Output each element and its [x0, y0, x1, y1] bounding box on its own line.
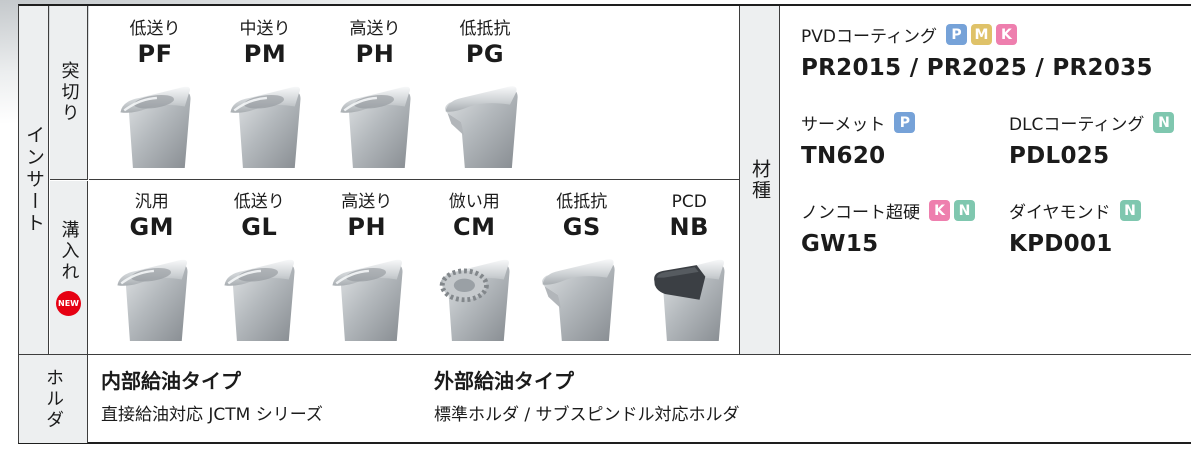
- workpiece-badge-p: P: [945, 24, 967, 45]
- insert-code-label: PH: [355, 40, 395, 69]
- insert-photo-pg: [437, 72, 533, 168]
- holder-type-internal-title: 内部給油タイプ: [101, 369, 241, 393]
- holder-type-external: 外部給油タイプ 標準ホルダ / サブスピンドル対応ホルダ: [434, 367, 740, 443]
- workpiece-badges: N: [1153, 112, 1175, 133]
- workpiece-badge-k: K: [995, 24, 1017, 45]
- row-label-grooving-text: 溝入れ: [58, 219, 80, 283]
- insert-code-label: CM: [453, 213, 496, 242]
- grade-name: サーメット: [801, 115, 886, 135]
- grade-name: ノンコート超硬: [801, 203, 920, 223]
- grade-value: TN620: [801, 143, 886, 169]
- insert-section-label: インサート: [19, 6, 49, 354]
- grade-value: KPD001: [1009, 231, 1113, 257]
- insert-usage-label: 高送り: [341, 192, 393, 212]
- insert-section-label-text: インサート: [23, 125, 45, 235]
- new-badge: NEW: [56, 290, 81, 316]
- grade-column-label-text: 材種: [749, 159, 771, 201]
- holder-type-internal: 内部給油タイプ 直接給油対応 JCTM シリーズ: [101, 367, 434, 443]
- insert-code-label: NB: [669, 213, 709, 242]
- insert-usage-label: 低抵抗: [459, 19, 511, 39]
- insert-code-label: PF: [137, 40, 173, 69]
- holder-type-external-desc: 標準ホルダ / サブスピンドル対応ホルダ: [434, 405, 740, 425]
- insert-usage-label: 高送り: [349, 19, 401, 39]
- grade-column-label: 材種: [739, 6, 780, 354]
- insert-photo-gl: [211, 245, 307, 341]
- insert-photo-nb: [641, 245, 737, 341]
- insert-code-label: PH: [347, 213, 387, 242]
- grade-value: PDL025: [1009, 143, 1110, 169]
- holder-type-internal-desc: 直接給油対応 JCTM シリーズ: [101, 405, 323, 425]
- insert-photo-ph: [327, 72, 423, 168]
- workpiece-badge-k: K: [929, 200, 950, 221]
- insert-code-label: GM: [129, 213, 175, 242]
- insert-usage-label: 倣い用: [448, 192, 500, 212]
- grade-block-tn620: サーメット P TN620: [801, 110, 916, 169]
- row-label-grooving: 溝入れ NEW: [50, 181, 88, 354]
- insert-photo-cm: [426, 245, 522, 341]
- insert-usage-label: 汎用: [134, 192, 169, 212]
- workpiece-badge-n: N: [1119, 200, 1141, 221]
- insert-photo-gs: [534, 245, 630, 341]
- insert-usage-label: 低送り: [233, 192, 285, 212]
- workpiece-badge-m: M: [970, 24, 992, 45]
- grade-value: PR2015 / PR2025 / PR2035: [801, 55, 1153, 81]
- workpiece-badge-p: P: [894, 112, 916, 133]
- row-label-cutoff: 突切り: [50, 6, 88, 180]
- row-label-cutoff-text: 突切り: [58, 61, 80, 124]
- holder-type-external-title: 外部給油タイプ: [434, 369, 574, 393]
- grade-name: PVDコーティング: [801, 27, 937, 47]
- insert-usage-label: PCD: [671, 192, 707, 212]
- insert-code-label: GS: [562, 213, 601, 242]
- insert-photo-gm: [104, 245, 200, 341]
- grade-name: ダイヤモンド: [1009, 203, 1111, 223]
- insert-photo-pm: [217, 72, 313, 168]
- insert-code-label: PG: [465, 40, 505, 69]
- grade-block-kpd001: ダイヤモンド N KPD001: [1009, 198, 1141, 257]
- insert-photo-ph: [319, 245, 415, 341]
- grade-value: GW15: [801, 231, 879, 257]
- holder-section-label: ホルダ: [19, 355, 88, 443]
- insert-code-label: GL: [241, 213, 278, 242]
- insert-usage-label: 低送り: [129, 19, 181, 39]
- workpiece-badges: P: [894, 112, 916, 133]
- insert-photo-pf: [107, 72, 203, 168]
- grade-name: DLCコーティング: [1009, 115, 1145, 135]
- workpiece-badges: N: [1119, 200, 1141, 221]
- grade-block-pdl025: DLCコーティング N PDL025: [1009, 110, 1175, 169]
- insert-usage-label: 中送り: [239, 19, 291, 39]
- insert-usage-label: 低抵抗: [556, 192, 608, 212]
- workpiece-badge-n: N: [954, 200, 975, 221]
- holder-section-label-text: ホルダ: [43, 367, 64, 431]
- workpiece-badge-n: N: [1153, 112, 1175, 133]
- holder-content: 内部給油タイプ 直接給油対応 JCTM シリーズ 外部給油タイプ 標準ホルダ /…: [89, 355, 1189, 443]
- holder-row: ホルダ 内部給油タイプ 直接給油対応 JCTM シリーズ 外部給油タイプ 標準ホ…: [19, 354, 1191, 443]
- insert-code-label: PM: [243, 40, 287, 69]
